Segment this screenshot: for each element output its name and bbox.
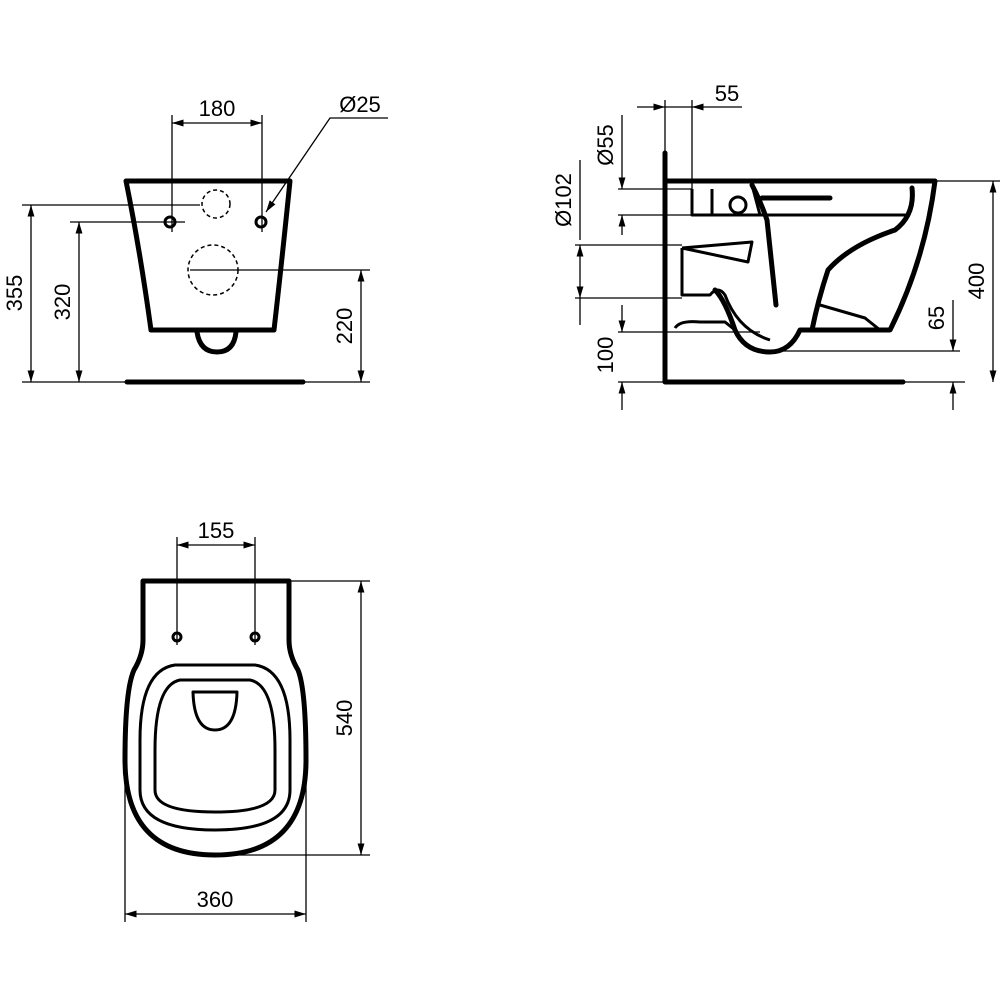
dim-label-180: 180 xyxy=(199,96,236,121)
dim-label-355: 355 xyxy=(2,275,27,312)
dim-label-diameter-55: Ø55 xyxy=(593,124,618,166)
front-view: 180 Ø25 355 320 220 xyxy=(2,92,388,385)
dim-label-320: 320 xyxy=(50,284,75,321)
seat-inner-ring xyxy=(138,663,292,832)
inlet-hole-dashed xyxy=(201,189,231,219)
dim-label-100: 100 xyxy=(593,337,618,374)
dim-leader-diameter-25 xyxy=(265,117,388,213)
front-bowl-outline xyxy=(123,178,293,333)
dim-label-155: 155 xyxy=(198,518,235,543)
fixing-hole-right xyxy=(254,215,268,229)
overflow-opening xyxy=(191,690,239,732)
dim-label-diameter-25: Ø25 xyxy=(339,92,381,117)
seat-opening xyxy=(153,678,277,814)
front-drain-outlet xyxy=(194,329,239,355)
dim-label-540: 540 xyxy=(332,700,357,737)
dim-label-360: 360 xyxy=(197,887,234,912)
support-feet xyxy=(673,303,881,332)
outlet-pipe xyxy=(680,240,771,342)
top-view: 155 540 360 xyxy=(122,518,370,922)
dim-label-55: 55 xyxy=(715,81,739,106)
dim-label-400: 400 xyxy=(964,263,989,300)
dim-label-diameter-102: Ø102 xyxy=(551,173,576,227)
side-bowl-outline xyxy=(664,178,938,355)
inlet-connector xyxy=(728,195,748,215)
side-view: 55 Ø55 Ø102 100 65 400 xyxy=(551,81,1000,410)
dim-label-220: 220 xyxy=(332,308,357,345)
dim-label-65: 65 xyxy=(924,306,949,330)
inlet-pipe xyxy=(690,184,762,217)
